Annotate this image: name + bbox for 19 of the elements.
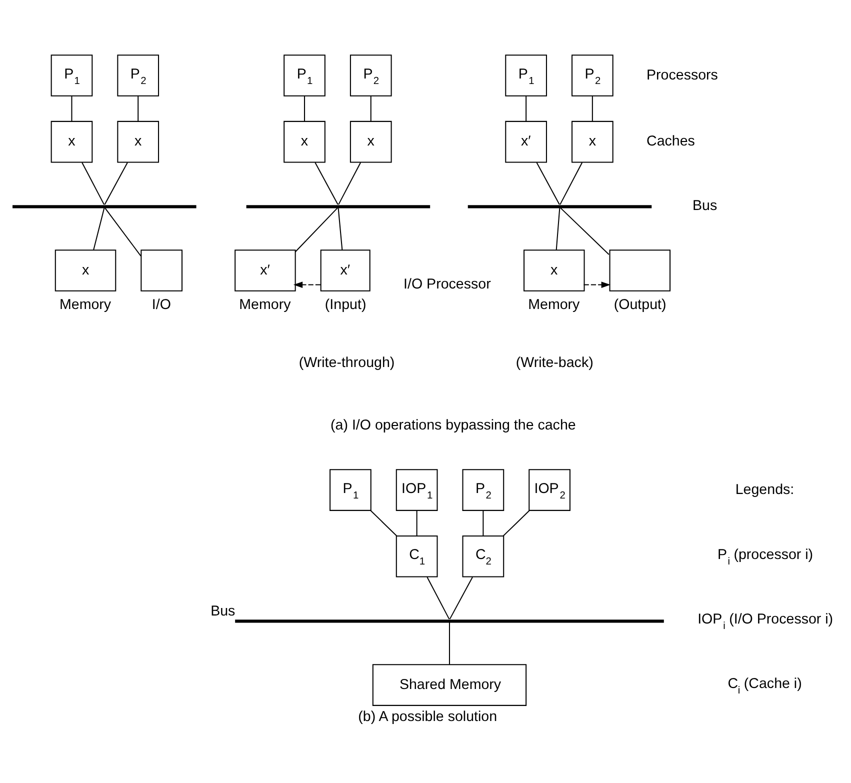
label: C$_{i}$ (Cache i)	[728, 675, 802, 696]
node-label: (Output)	[614, 296, 666, 312]
label: I/O Processor	[404, 276, 491, 292]
label: Legends:	[735, 481, 794, 498]
caption: (b) A possible solution	[358, 708, 498, 724]
node-label: Memory	[239, 296, 291, 312]
label: (Write-back)	[516, 354, 594, 371]
label: Bus	[692, 197, 718, 214]
label: (Write-through)	[298, 354, 395, 371]
node-label: Memory	[59, 296, 112, 312]
label: IOP$_{i}$ (I/O Processor i)	[698, 610, 834, 632]
node-label: I/O	[152, 296, 171, 312]
label: Processors	[646, 66, 718, 83]
node-label: (Input)	[324, 296, 366, 312]
label: P$_{i}$ (processor i)	[717, 546, 814, 568]
node-label: Bus	[210, 602, 236, 619]
label: (a) I/O operations bypassing the cache	[330, 416, 576, 433]
label: Caches	[646, 133, 695, 150]
node-label: Memory	[528, 296, 580, 312]
